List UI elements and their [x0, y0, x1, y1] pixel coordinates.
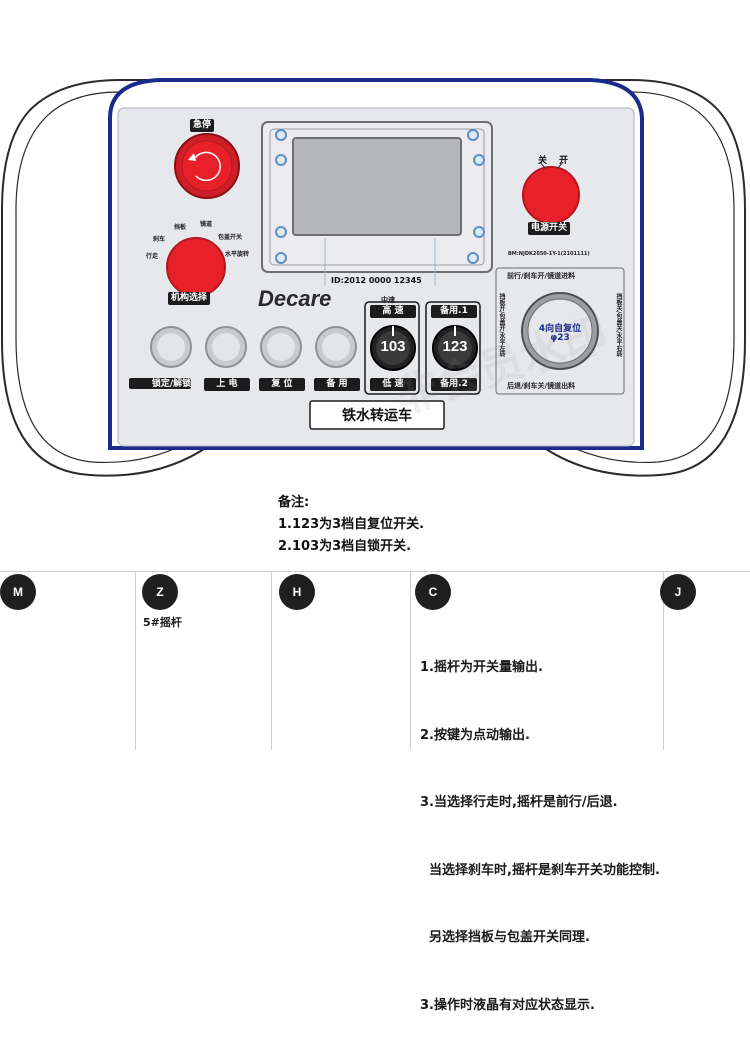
notes-line-1: 1.123为3档自复位开关.: [278, 517, 425, 532]
screw: [473, 226, 485, 238]
joystick-center-line1: 4向自复位: [538, 324, 582, 334]
c-cell: 1.摇杆为开关量输出. 2.按键为点动输出. 3.当选择行走时,摇杆是前行/后退…: [420, 612, 660, 1040]
switch-123-value: 123: [442, 338, 468, 355]
column-divider: [135, 571, 136, 750]
switch-123-top-label: 备用.1: [431, 305, 477, 318]
c-line: 3.操作时液晶有对应状态显示.: [420, 997, 595, 1013]
joystick-center-line2: φ23: [550, 333, 570, 343]
screw: [473, 154, 485, 166]
switch-103-mid-label: 中速: [381, 296, 395, 304]
c-line: 3.当选择行走时,摇杆是前行/后退.: [420, 795, 618, 810]
joystick-bottom-label: 后退/刹车关/镜道出料: [507, 382, 576, 390]
z-cell-text: 5#摇杆: [143, 616, 182, 629]
notes-heading: 备注:: [278, 495, 310, 510]
screw: [467, 129, 479, 141]
selector-pos-brake: 刹车: [153, 236, 166, 243]
column-badge-c: C: [415, 574, 451, 610]
switch-103-bottom-label: 低 速: [370, 378, 416, 391]
table-top-rule: [0, 571, 750, 572]
notes-line-2: 2.103为3档自锁开关.: [278, 539, 412, 554]
screw: [467, 252, 479, 264]
joystick-top-label: 前行/刹车开/镜道进料: [507, 272, 576, 280]
power-off-label: 关: [538, 156, 548, 166]
screw: [275, 129, 287, 141]
switch-123-frame: [425, 301, 481, 395]
column-badge-j: J: [660, 574, 696, 610]
button-power-on-label: 上 电: [204, 378, 250, 391]
column-badge-m: M: [0, 574, 36, 610]
joystick-frame: [495, 267, 625, 395]
estop-label: 急停: [190, 119, 215, 132]
model-code: BM:NJDK2050-1Y-1(2101111): [508, 251, 590, 257]
c-line: 另选择挡板与包盖开关同理.: [420, 930, 590, 945]
button-reset-label: 复 位: [259, 378, 305, 391]
column-divider: [271, 571, 272, 750]
screw: [275, 252, 287, 264]
button-lock-label: 锁定/解锁: [151, 379, 192, 389]
power-label: 电源开关: [528, 222, 571, 235]
c-line: 2.按键为点动输出.: [420, 727, 530, 743]
mech-select-label: 机构选择: [168, 292, 211, 305]
device-id: ID:2012 0000 12345: [331, 276, 422, 285]
screw: [275, 226, 287, 238]
notes-block: 备注: 1.123为3档自复位开关. 2.103为3档自锁开关.: [278, 492, 424, 558]
panel-title: 铁水转运车: [342, 408, 412, 424]
mech-selector-knob: [166, 237, 226, 297]
selector-pos-rotate: 水平旋转: [225, 251, 250, 258]
column-divider: [410, 571, 411, 750]
column-badge-h: H: [279, 574, 315, 610]
column-badge-z: Z: [142, 574, 178, 610]
selector-pos-chute: 镜道: [200, 221, 213, 228]
title-plate: [309, 400, 445, 430]
selector-pos-travel: 行走: [146, 253, 159, 260]
joystick-right-label: 挡板关/包盖关/水平右转: [615, 293, 622, 358]
power-on-label: 开: [559, 156, 569, 166]
switch-103-top-label: 高 速: [370, 305, 416, 318]
screw: [275, 154, 287, 166]
column-divider: [663, 571, 664, 750]
button-spare-label: 备 用: [314, 378, 360, 391]
estop-arrow-icon: [194, 151, 221, 182]
joystick-left-label: 挡板开/包盖开/水平左转: [498, 293, 505, 358]
power-knob: [522, 166, 580, 224]
lcd-screen: [292, 137, 462, 236]
c-line: 当选择刹车时,摇杆是刹车开关功能控制.: [420, 862, 660, 878]
selector-pos-lid: 包盖开关: [218, 234, 243, 241]
selector-pos-baffle: 挡板: [174, 224, 187, 231]
faceplate: [117, 107, 635, 447]
controller-illustration: [1, 78, 746, 477]
switch-103-frame: [364, 301, 420, 395]
c-line: 1.摇杆为开关量输出.: [420, 660, 543, 675]
brand-logo: Decare: [258, 286, 332, 311]
switch-103-value: 103: [380, 338, 406, 355]
switch-123-bottom-label: 备用.2: [431, 378, 477, 391]
